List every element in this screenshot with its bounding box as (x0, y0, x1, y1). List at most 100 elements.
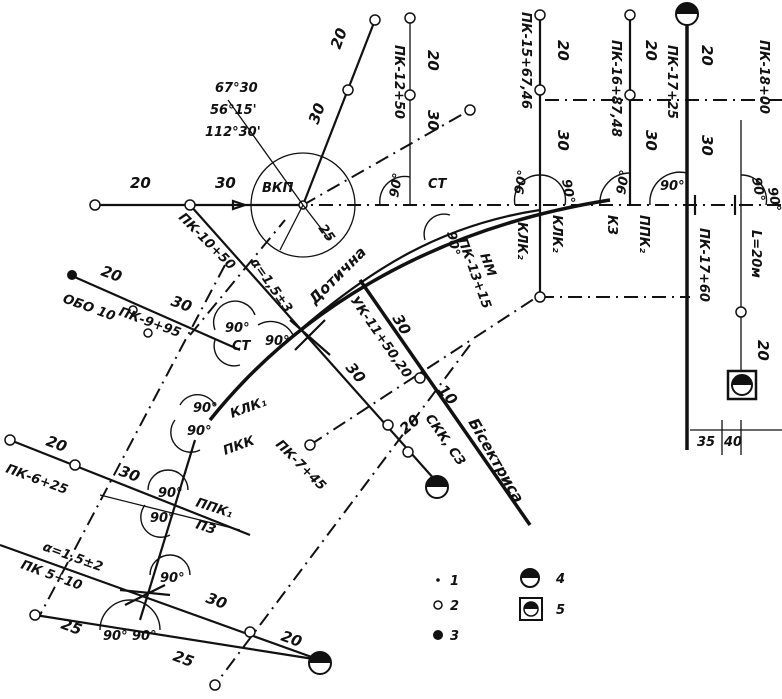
legend-filled-circle-icon (433, 630, 443, 640)
left-track (138, 439, 197, 621)
picket-pk10: ПК-10+50 (175, 210, 238, 273)
main-diagonal (189, 204, 436, 481)
picket-pk17a: ПК-17+25 (664, 45, 679, 119)
vkp-circle (250, 152, 356, 258)
dist-30-c: 30 (424, 110, 442, 131)
dist-30-i: 30 (389, 311, 415, 338)
angle-label-3: 112°30' (205, 125, 261, 140)
label-bisectrisa: Бісектриса (465, 415, 528, 506)
dist-20-g: 20 (754, 340, 772, 361)
dist-30-f: 30 (698, 135, 716, 156)
svg-text:90°: 90° (193, 401, 218, 416)
offset-line-5 (99, 494, 241, 531)
dist-10: 10 (434, 381, 461, 409)
dist-20-f: 20 (698, 45, 716, 66)
dist-30-l: 30 (117, 462, 143, 486)
dist-20-h: 20 (99, 262, 125, 286)
svg-text:90°: 90° (132, 629, 157, 644)
svg-text:90°: 90° (558, 178, 577, 205)
label-kp2: КЛК₂ (514, 222, 529, 260)
dist-20-d: 20 (554, 40, 572, 61)
dist-30-m: 30 (204, 589, 230, 613)
svg-text:90°: 90° (387, 172, 406, 199)
svg-text:90°: 90° (614, 169, 633, 196)
label-ppk2: ППК₂ (636, 215, 651, 253)
dist-25-b: 25 (171, 647, 197, 671)
dist-30-e: 30 (642, 130, 660, 151)
svg-text:90°: 90° (187, 424, 212, 439)
angle-ray-2 (302, 204, 331, 241)
dist-20-c: 20 (424, 50, 442, 71)
label-pkk: ПКК (221, 433, 258, 459)
legend-boxed-circle-icon (519, 597, 543, 621)
angle-ray-1 (227, 99, 304, 206)
label-pz: ПЗ (194, 518, 218, 538)
dist-30-h: 30 (169, 292, 195, 316)
svg-text:90°: 90° (764, 186, 782, 213)
label-skk: СКК, СЗ (422, 412, 468, 469)
legend-small-dot-icon (436, 578, 440, 582)
offset-line-2 (9, 438, 251, 537)
bisector-line (358, 279, 532, 526)
svg-text:90°: 90° (443, 230, 462, 257)
dist-20-b: 20 (327, 26, 351, 52)
picket-aa: α=1,5±3 (247, 256, 295, 316)
svg-text:4: 4 (555, 572, 565, 587)
angle-label-1: 67°30 (215, 81, 258, 96)
svg-text:90°: 90° (160, 571, 185, 586)
label-ct-top: СТ (428, 177, 448, 192)
dist-40: 40 (723, 435, 742, 450)
label-klk2: КЛК₂ (549, 215, 564, 253)
svg-text:90°: 90° (748, 176, 767, 203)
angle-label-2: 56°15' (210, 103, 257, 118)
left-dashed-diagonal (39, 264, 226, 616)
offset-line-1 (69, 273, 241, 352)
legend-open-circle-icon (433, 600, 443, 610)
dist-35: 35 (697, 435, 715, 450)
offset-line-3 (0, 543, 321, 662)
picket-obo: ОБО 10 (61, 292, 117, 325)
legend-half-circle-icon (520, 568, 540, 588)
upper-dashed-diagonal (189, 219, 286, 336)
angle-ray-3 (279, 204, 304, 251)
picket-pk7: ПК-7+45 (272, 437, 329, 494)
picket-pk6: ПК-6+25 (4, 462, 70, 498)
dist-20-e: 20 (642, 40, 660, 61)
tangent-curve (208, 198, 611, 422)
svg-text:1: 1 (450, 574, 459, 589)
svg-text:90°: 90° (103, 629, 128, 644)
angle-arcs (99, 171, 768, 631)
benchmark-icons (308, 2, 758, 675)
dist-20-a: 20 (130, 174, 151, 192)
legend: 1 2 3 4 5 (433, 568, 565, 644)
label-kz: КЗ (604, 215, 619, 235)
picket-pk16: ПК-16+87,48 (608, 40, 623, 137)
picket-len: L=20м (748, 230, 763, 278)
label-ct-left: СТ (232, 339, 252, 354)
crossing-ticks (119, 195, 737, 606)
radial-dashed-ne (302, 109, 471, 206)
svg-text:90°: 90° (225, 321, 250, 336)
dist-30-b: 30 (305, 101, 329, 127)
inner-curve (299, 208, 541, 331)
svg-text:90°: 90° (265, 334, 290, 349)
filled-stations (67, 270, 77, 280)
svg-text:5: 5 (556, 603, 565, 618)
svg-text:2: 2 (450, 599, 459, 614)
dist-30-a: 30 (215, 174, 236, 192)
dist-30-d: 30 (554, 130, 572, 151)
dist-20-l: 20 (44, 432, 70, 456)
right-angle-labels: 90° 90° 90° 90° 90° 90° 90° 90° 90° 90° … (103, 169, 782, 644)
baseline-arrow (231, 199, 249, 211)
stations (4, 9, 747, 691)
svg-text:90°: 90° (512, 169, 531, 196)
picket-pk12: ПК-12+50 (391, 45, 406, 119)
radial-line-ne (301, 19, 377, 206)
offset-line-4 (34, 613, 321, 662)
picket-pk17b: ПК-17+60 (696, 228, 711, 302)
vkp-label: ВКП (262, 181, 294, 196)
svg-text:90°: 90° (150, 511, 175, 526)
svg-text:90°: 90° (660, 179, 685, 194)
